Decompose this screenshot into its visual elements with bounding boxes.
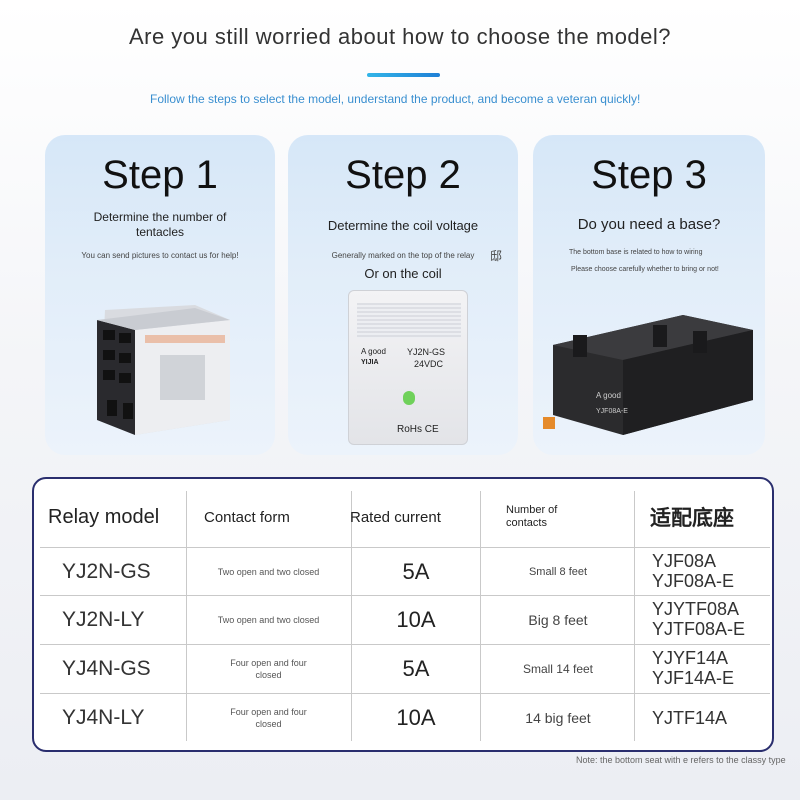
- row-1-current: 5A: [402, 559, 430, 584]
- row-divider: [40, 547, 770, 548]
- subline: Follow the steps to select the model, un…: [150, 92, 641, 106]
- step-2-hint-mark: 邸: [490, 249, 503, 263]
- row-3-count: Small 14 feet: [522, 662, 594, 676]
- header-number-of-contacts: Number of contacts: [506, 504, 558, 529]
- row-3-model: YJ4N-GS: [62, 657, 151, 680]
- relay-top-image: A good YIJIA YJ2N-GS 24VDC RoHs CE: [348, 290, 468, 445]
- row-1-base-2: YJF08A-E: [652, 570, 735, 591]
- step-1-card: Step 1 Determine the number of tentacles…: [45, 135, 275, 455]
- row-1-base-1: YJF08A: [652, 550, 717, 571]
- row-2-current: 10A: [396, 607, 436, 632]
- step-2-card: Step 2 Determine the coil voltage Genera…: [288, 135, 518, 455]
- col-divider: [480, 491, 481, 741]
- row-2-base-2: YJTF08A-E: [652, 618, 746, 639]
- step-2-desc2: Or on the coil: [364, 266, 442, 281]
- step-1-desc: Determine the number of tentacles: [93, 210, 227, 239]
- relay-model-label: YJ2N-GS: [407, 347, 446, 357]
- header-contact-form: Contact form: [204, 508, 290, 526]
- row-3-contact: Four open and four closed: [230, 658, 307, 680]
- relay-cert-label: RoHs CE: [397, 424, 439, 435]
- header-adapted-base: 适配底座: [650, 507, 734, 530]
- row-2-count: Big 8 feet: [528, 612, 588, 628]
- row-4-contact: Four open and four closed: [230, 707, 307, 729]
- row-2-contact: Two open and two closed: [217, 615, 320, 625]
- row-2-base-1: YJYTF08A: [652, 598, 740, 619]
- row-divider: [40, 644, 770, 645]
- row-divider: [40, 693, 770, 694]
- row-1-contact: Two open and two closed: [217, 567, 320, 577]
- step-2-desc: Determine the coil voltage: [327, 218, 479, 233]
- row-3-current: 5A: [402, 656, 430, 681]
- headline: Are you still worried about how to choos…: [128, 24, 672, 49]
- row-4-base-1: YJTF14A: [652, 707, 728, 728]
- model-table: Relay model Contact form Rated current N…: [32, 477, 774, 752]
- relay-8pin-image: [97, 305, 230, 435]
- relay-top-stripe: [357, 303, 461, 338]
- step-2-hint: Generally marked on the top of the relay: [331, 251, 475, 260]
- step-3-hint: The bottom base is related to how to wir…: [569, 249, 703, 256]
- row-2-model: YJ2N-LY: [62, 608, 145, 631]
- col-divider: [351, 491, 352, 741]
- step-3-title: Step 3: [591, 153, 707, 197]
- step-3-hint2: Please choose carefully whether to bring…: [571, 266, 719, 273]
- row-4-model: YJ4N-LY: [62, 706, 145, 729]
- footnote: Note: the bottom seat with e refers to t…: [576, 755, 786, 765]
- header-relay-model: Relay model: [48, 505, 160, 528]
- relay-brand2: YIJIA: [361, 359, 379, 366]
- step-1-title: Step 1: [102, 153, 218, 197]
- row-3-base-1: YJYF14A: [652, 647, 729, 668]
- row-4-count: 14 big feet: [525, 710, 591, 726]
- row-1-model: YJ2N-GS: [62, 560, 151, 583]
- step-1-hint: You can send pictures to contact us for …: [81, 251, 239, 260]
- base-brand-label: A good: [596, 391, 621, 400]
- row-1-count: Small 8 feet: [528, 566, 588, 578]
- relay-voltage-label: 24VDC: [414, 359, 444, 369]
- row-4-current: 10A: [396, 705, 436, 730]
- row-divider: [40, 595, 770, 596]
- accent-bar: [367, 73, 440, 77]
- step-3-card: Step 3 Do you need a base? The bottom ba…: [533, 135, 765, 455]
- relay-led-icon: [403, 391, 415, 405]
- col-divider: [186, 491, 187, 741]
- step-2-title: Step 2: [345, 153, 461, 197]
- relay-brand: A good: [361, 347, 386, 356]
- step-3-desc: Do you need a base?: [577, 216, 721, 233]
- relay-base-image: [543, 315, 753, 435]
- row-3-base-2: YJF14A-E: [652, 667, 735, 688]
- header-rated-current: Rated current: [350, 508, 441, 526]
- base-model-label: YJF08A-E: [596, 408, 628, 415]
- col-divider: [634, 491, 635, 741]
